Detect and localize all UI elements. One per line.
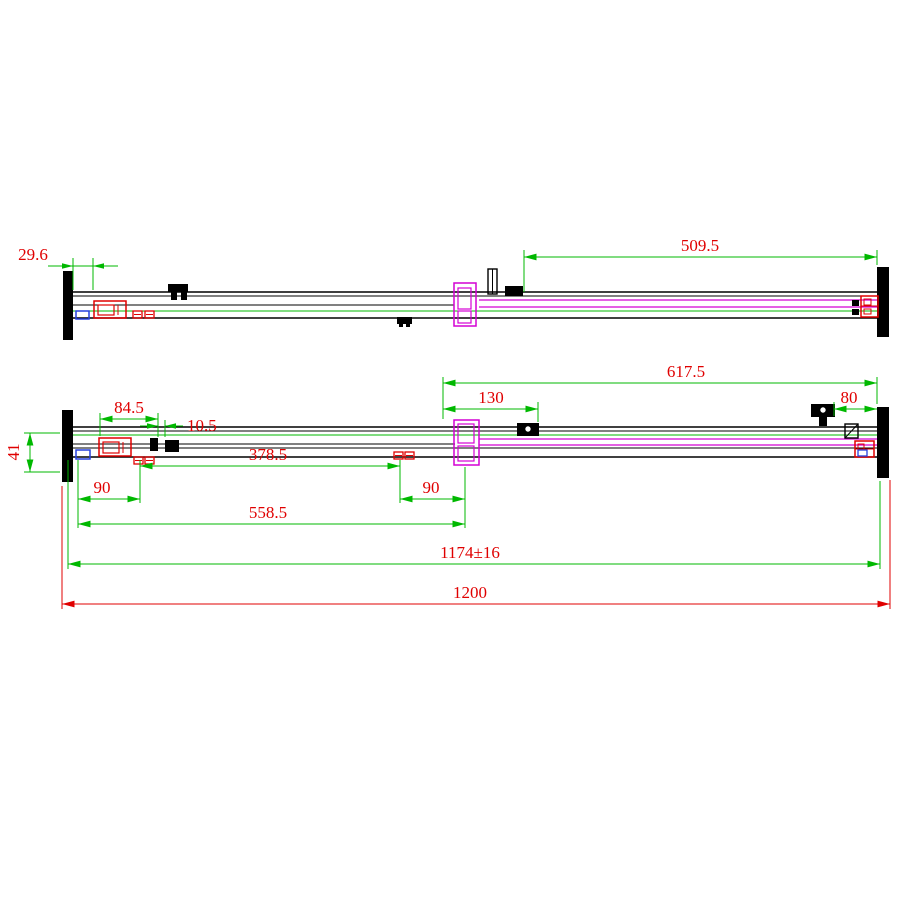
dim-label-130: 130 — [478, 388, 504, 407]
top-stopper-block — [505, 286, 523, 296]
top-center-hanger — [397, 317, 412, 327]
dim-label-558-5: 558.5 — [249, 503, 287, 522]
top-assembly-view: 29.6 509.5 — [18, 236, 889, 340]
dim-label-84-5: 84.5 — [114, 398, 144, 417]
bottom-red-clips — [133, 456, 155, 465]
dimension-1200: 1200 — [61, 480, 891, 609]
bottom-assembly-view: 617.5 130 80 84.5 10.5 — [4, 362, 891, 609]
top-rails — [73, 291, 877, 319]
bottom-roller-hanger-mid — [517, 423, 539, 436]
bottom-latch-block-b — [165, 440, 179, 452]
top-magenta-guide-assembly — [453, 282, 477, 327]
top-blue-end-connector — [75, 310, 90, 320]
dimension-90-right: 90 — [400, 467, 466, 528]
top-red-lock-assembly — [93, 300, 127, 319]
bottom-latch-block-a — [150, 438, 158, 451]
dimension-90-left: 90 — [77, 460, 140, 528]
top-door-stop-bracket — [487, 268, 498, 295]
dim-label-378-5: 378.5 — [249, 445, 287, 464]
bottom-roller-hanger-right — [811, 404, 835, 426]
dim-label-80: 80 — [841, 388, 858, 407]
dim-label-29-6: 29.6 — [18, 245, 48, 264]
bottom-blue-right-connector — [857, 449, 868, 457]
bottom-rails — [73, 426, 877, 458]
top-roller-carriage — [168, 284, 188, 300]
dim-label-90-right: 90 — [423, 478, 440, 497]
dimension-617-5: 617.5 — [442, 362, 878, 419]
top-right-red-assembly — [852, 295, 879, 318]
bottom-blue-end-connector — [75, 449, 91, 460]
dimension-10-5: 10.5 — [140, 416, 217, 437]
dim-label-1200: 1200 — [453, 583, 487, 602]
dim-label-10-5: 10.5 — [187, 416, 217, 435]
dim-label-509-5: 509.5 — [681, 236, 719, 255]
top-red-clips — [132, 310, 155, 319]
bottom-right-red-assembly — [854, 440, 875, 458]
bottom-left-wall-profile — [62, 410, 73, 482]
bottom-right-wall-profile — [877, 407, 889, 478]
bottom-right-bracket — [844, 423, 859, 439]
dimension-558-5: 558.5 — [78, 503, 465, 528]
dimension-509-5: 509.5 — [523, 236, 878, 292]
bottom-magenta-guide-assembly — [453, 419, 480, 466]
dim-label-41: 41 — [4, 444, 23, 461]
dimension-29-6: 29.6 — [18, 245, 118, 290]
dim-label-90-left: 90 — [94, 478, 111, 497]
top-right-wall-profile — [877, 267, 889, 337]
dimension-130: 130 — [443, 388, 539, 422]
dimension-41: 41 — [4, 432, 60, 473]
dimension-84-5: 84.5 — [99, 398, 159, 437]
dim-label-617-5: 617.5 — [667, 362, 705, 381]
dim-label-1174: 1174±16 — [440, 543, 500, 562]
dimension-1174: 1174±16 — [67, 460, 881, 569]
bottom-red-lock-assembly — [98, 437, 132, 457]
top-left-wall-profile — [63, 271, 73, 340]
dimension-80: 80 — [833, 388, 877, 416]
bottom-mid-red-clips — [393, 451, 415, 460]
dimension-378-5: 378.5 — [139, 445, 401, 503]
